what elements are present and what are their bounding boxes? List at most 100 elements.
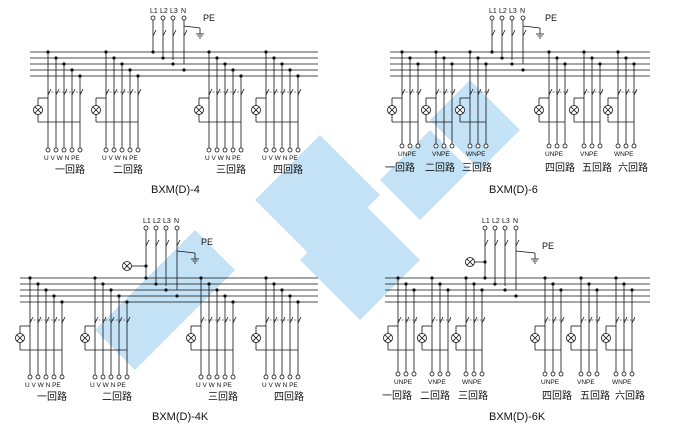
main-switch-contact bbox=[183, 29, 188, 37]
switch-contact bbox=[55, 88, 60, 96]
terminal-circle bbox=[263, 147, 269, 153]
circuit-label: 五回路 bbox=[582, 161, 612, 174]
diagram-bxm-4k-wiring bbox=[15, 225, 318, 380]
terminal-circle bbox=[279, 374, 285, 380]
terminal-circle bbox=[631, 143, 637, 149]
watermark-shape bbox=[380, 130, 470, 220]
terminal-circle bbox=[279, 147, 285, 153]
junction-dot bbox=[503, 288, 507, 292]
input-label-l1: L1 bbox=[150, 8, 158, 15]
terminal-label: U V W N PE bbox=[44, 155, 80, 162]
terminal-circle bbox=[295, 374, 301, 380]
circuit-label: 二回路 bbox=[113, 163, 143, 176]
terminal-circle bbox=[43, 374, 49, 380]
terminal-circle bbox=[263, 374, 269, 380]
terminal-circle bbox=[238, 147, 244, 153]
diagram-caption: BXM(D)-4 bbox=[151, 184, 200, 196]
pe-wire bbox=[176, 250, 196, 254]
circuit-label: 三回路 bbox=[208, 390, 238, 403]
switch-contact bbox=[552, 316, 557, 324]
terminal-label: WNPE bbox=[466, 151, 486, 158]
terminal-circle bbox=[578, 371, 584, 377]
circuit-label: 六回路 bbox=[615, 389, 645, 402]
terminal-circle bbox=[69, 147, 75, 153]
diagram-bxm-4k: L1 L2 L3 N PE U V W N PE U V W N PE U V … bbox=[15, 218, 318, 423]
switch-contact bbox=[473, 316, 478, 324]
lamp-cross bbox=[195, 106, 203, 114]
lamp-cross bbox=[422, 106, 430, 114]
circuit-label: 二回路 bbox=[102, 390, 132, 403]
lamp-cross bbox=[452, 334, 460, 342]
main-switch-contact bbox=[162, 29, 167, 37]
terminal-circle bbox=[479, 371, 485, 377]
terminal-circle bbox=[499, 15, 505, 21]
watermark-shape bbox=[255, 135, 380, 260]
terminal-circle bbox=[222, 147, 228, 153]
terminal-circle bbox=[558, 371, 564, 377]
terminal-circle bbox=[463, 371, 469, 377]
terminal-circle bbox=[586, 371, 592, 377]
watermark-shape bbox=[430, 80, 520, 170]
switch-contact bbox=[623, 316, 628, 324]
terminal-circle bbox=[222, 374, 228, 380]
terminal-circle bbox=[127, 147, 133, 153]
junction-dot bbox=[171, 62, 175, 66]
terminal-label: WNPE bbox=[612, 379, 632, 386]
terminal-circle bbox=[407, 143, 413, 149]
junction-dot bbox=[514, 294, 518, 298]
switch-contact bbox=[37, 316, 42, 324]
junction-dot bbox=[483, 276, 487, 280]
junction-dot bbox=[493, 282, 497, 286]
circuit-label: 二回路 bbox=[425, 161, 455, 174]
terminal-circle bbox=[174, 225, 180, 231]
terminal-circle bbox=[45, 147, 51, 153]
terminal-circle bbox=[153, 225, 159, 231]
terminal-circle bbox=[77, 147, 83, 153]
switch-contact bbox=[273, 88, 278, 96]
terminal-circle bbox=[550, 371, 556, 377]
circuit-label: 六回路 bbox=[618, 161, 648, 174]
terminal-circle bbox=[471, 371, 477, 377]
circuit-label: 四回路 bbox=[545, 161, 575, 174]
terminal-circle bbox=[116, 374, 122, 380]
terminal-circle bbox=[287, 147, 293, 153]
switch-contact bbox=[405, 316, 410, 324]
main-switch-contact bbox=[511, 29, 516, 37]
terminal-circle bbox=[597, 143, 603, 149]
terminal-circle bbox=[429, 371, 435, 377]
junction-dot bbox=[144, 276, 148, 280]
switch-contact bbox=[443, 88, 448, 96]
main-switch-contact bbox=[165, 239, 170, 247]
main-switch-contact bbox=[504, 239, 509, 247]
terminal-label: VNPE bbox=[580, 151, 598, 158]
lamp-cross bbox=[252, 334, 260, 342]
main-switch-contact bbox=[176, 239, 181, 247]
pe-wire bbox=[183, 25, 201, 29]
input-label-l2: L2 bbox=[499, 8, 507, 15]
main-switch-contact bbox=[172, 29, 177, 37]
terminal-circle bbox=[170, 15, 176, 21]
circuit-label: 三回路 bbox=[458, 389, 488, 402]
terminal-circle bbox=[520, 15, 526, 21]
diagram-bxm-4-wiring bbox=[30, 15, 318, 153]
terminal-label: U V W N PE bbox=[90, 382, 126, 389]
input-label-n: N bbox=[181, 8, 186, 15]
terminal-circle bbox=[437, 371, 443, 377]
terminal-label: U V W N PE bbox=[196, 382, 232, 389]
terminal-circle bbox=[449, 143, 455, 149]
switch-contact bbox=[208, 316, 213, 324]
junction-dot bbox=[182, 68, 186, 72]
terminal-circle bbox=[492, 225, 498, 231]
diagram-bxm-6-wiring bbox=[387, 15, 650, 149]
terminal-circle bbox=[214, 147, 220, 153]
pe-wire bbox=[522, 25, 541, 29]
terminal-circle bbox=[92, 374, 98, 380]
terminal-circle bbox=[163, 225, 169, 231]
input-label-l2: L2 bbox=[160, 8, 168, 15]
terminal-circle bbox=[502, 225, 508, 231]
terminal-circle bbox=[230, 147, 236, 153]
terminal-circle bbox=[581, 143, 587, 149]
lamp-cross bbox=[388, 106, 396, 114]
junction-dot bbox=[510, 62, 514, 66]
